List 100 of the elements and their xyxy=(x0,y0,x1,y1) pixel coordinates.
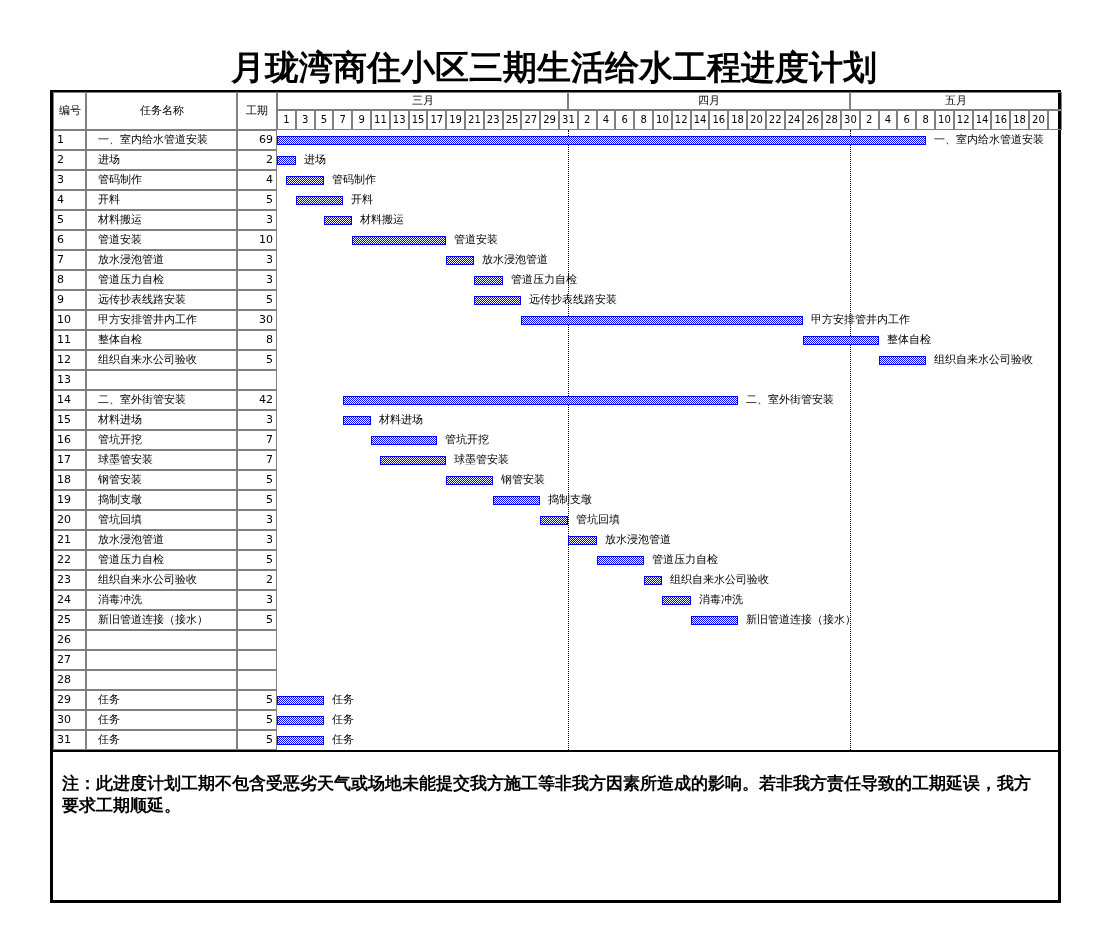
task-name: 管码制作 xyxy=(86,170,237,190)
day-tick: 8 xyxy=(634,110,653,130)
task-name: 材料进场 xyxy=(86,410,237,430)
row-number: 13 xyxy=(53,370,86,390)
day-tick: 23 xyxy=(483,110,503,130)
day-tick: 14 xyxy=(690,110,710,130)
row-number: 7 xyxy=(53,250,86,270)
day-tick: 21 xyxy=(465,110,484,130)
task-name: 管道压力自检 xyxy=(86,270,237,290)
bar-label: 放水浸泡管道 xyxy=(604,533,671,547)
row-number: 30 xyxy=(53,710,86,730)
duration-value: 5 xyxy=(237,730,277,750)
bar-label: 材料搬运 xyxy=(360,213,405,227)
bar-label: 甲方安排管井内工作 xyxy=(811,313,911,327)
row-number: 24 xyxy=(53,590,86,610)
task-name: 开料 xyxy=(86,190,237,210)
day-tick: 18 xyxy=(728,110,747,130)
day-tick: 16 xyxy=(709,110,729,130)
row-number: 10 xyxy=(53,310,86,330)
day-tick: 31 xyxy=(559,110,578,130)
row-number: 21 xyxy=(53,530,86,550)
day-tick: 30 xyxy=(841,110,860,130)
bar-label: 远传抄表线路安装 xyxy=(529,293,618,307)
row-number: 17 xyxy=(53,450,86,470)
duration-value: 5 xyxy=(237,550,277,570)
bar-label: 任务 xyxy=(332,733,354,747)
day-tick: 17 xyxy=(427,110,447,130)
duration-value: 3 xyxy=(237,210,277,230)
row-number: 19 xyxy=(53,490,86,510)
bar-label: 球墨管安装 xyxy=(454,453,510,467)
row-number: 11 xyxy=(53,330,86,350)
bar-label: 钢管安装 xyxy=(501,473,546,487)
row-number: 27 xyxy=(53,650,86,670)
duration-value: 7 xyxy=(237,430,277,450)
column-header: 任务名称 xyxy=(86,92,237,130)
bar-label: 整体自检 xyxy=(886,333,931,347)
duration-value: 3 xyxy=(237,250,277,270)
row-number: 25 xyxy=(53,610,86,630)
day-tick: 9 xyxy=(352,110,371,130)
task-name: 组织自来水公司验收 xyxy=(86,350,237,370)
task-name: 钢管安装 xyxy=(86,470,237,490)
task-name: 捣制支墩 xyxy=(86,490,237,510)
column-header: 编号 xyxy=(53,92,86,130)
month-header: 五月 xyxy=(850,92,1062,110)
task-name: 管坑开挖 xyxy=(86,430,237,450)
task-name: 一、室内给水管道安装 xyxy=(86,130,237,150)
duration-value: 5 xyxy=(237,290,277,310)
duration-value: 42 xyxy=(237,390,277,410)
row-number: 5 xyxy=(53,210,86,230)
duration-value: 3 xyxy=(237,590,277,610)
duration-value: 5 xyxy=(237,690,277,710)
task-name: 远传抄表线路安装 xyxy=(86,290,237,310)
duration-value: 4 xyxy=(237,170,277,190)
day-tick: 15 xyxy=(408,110,428,130)
task-name: 管坑回填 xyxy=(86,510,237,530)
duration-value: 10 xyxy=(237,230,277,250)
bar-label: 新旧管道连接（接水） xyxy=(745,613,856,627)
row-number: 12 xyxy=(53,350,86,370)
row-number: 20 xyxy=(53,510,86,530)
row-number: 8 xyxy=(53,270,86,290)
month-header: 三月 xyxy=(277,92,569,110)
day-tick: 10 xyxy=(935,110,954,130)
day-tick: 29 xyxy=(540,110,559,130)
day-tick: 6 xyxy=(897,110,917,130)
month-header: 四月 xyxy=(568,92,851,110)
row-number: 15 xyxy=(53,410,86,430)
duration-value: 3 xyxy=(237,270,277,290)
task-name: 材料搬运 xyxy=(86,210,237,230)
bar-label: 进场 xyxy=(303,153,326,167)
bar-label: 组织自来水公司验收 xyxy=(933,353,1033,367)
bar-label: 材料进场 xyxy=(379,413,423,427)
bar-label: 一、室内给水管道安装 xyxy=(933,133,1044,147)
bar-label: 组织自来水公司验收 xyxy=(670,573,770,587)
duration-value: 2 xyxy=(237,150,277,170)
duration-value: 8 xyxy=(237,330,277,350)
bar-label: 管道安装 xyxy=(454,233,499,247)
bar-label: 二、室外街管安装 xyxy=(745,393,834,407)
duration-value: 69 xyxy=(237,130,277,150)
day-tick: 4 xyxy=(596,110,616,130)
note-text: 注：此进度计划工期不包含受恶劣天气或场地未能提交我方施工等非我方因素所造成的影响。若非我方责任导致的工期延误，我方要求工期顺延。 xyxy=(62,772,1032,816)
day-tick: 7 xyxy=(333,110,353,130)
task-name: 消毒冲洗 xyxy=(86,590,237,610)
bar-label: 管道压力自检 xyxy=(651,553,718,567)
day-tick: 10 xyxy=(653,110,672,130)
bar-label: 管坑回填 xyxy=(576,513,621,527)
day-tick: 20 xyxy=(747,110,766,130)
task-name: 放水浸泡管道 xyxy=(86,250,237,270)
duration-value: 3 xyxy=(237,530,277,550)
day-tick: 18 xyxy=(1010,110,1029,130)
bar-label: 管坑开挖 xyxy=(444,433,489,447)
task-name: 球墨管安装 xyxy=(86,450,237,470)
day-tick: 14 xyxy=(972,110,992,130)
duration-value: 5 xyxy=(237,490,277,510)
duration-value: 5 xyxy=(237,470,277,490)
bar-label: 消毒冲洗 xyxy=(698,593,743,607)
row-number: 1 xyxy=(53,130,86,150)
row-number: 31 xyxy=(53,730,86,750)
task-name: 管道压力自检 xyxy=(86,550,237,570)
duration-value: 7 xyxy=(237,450,277,470)
duration-value: 5 xyxy=(237,710,277,730)
